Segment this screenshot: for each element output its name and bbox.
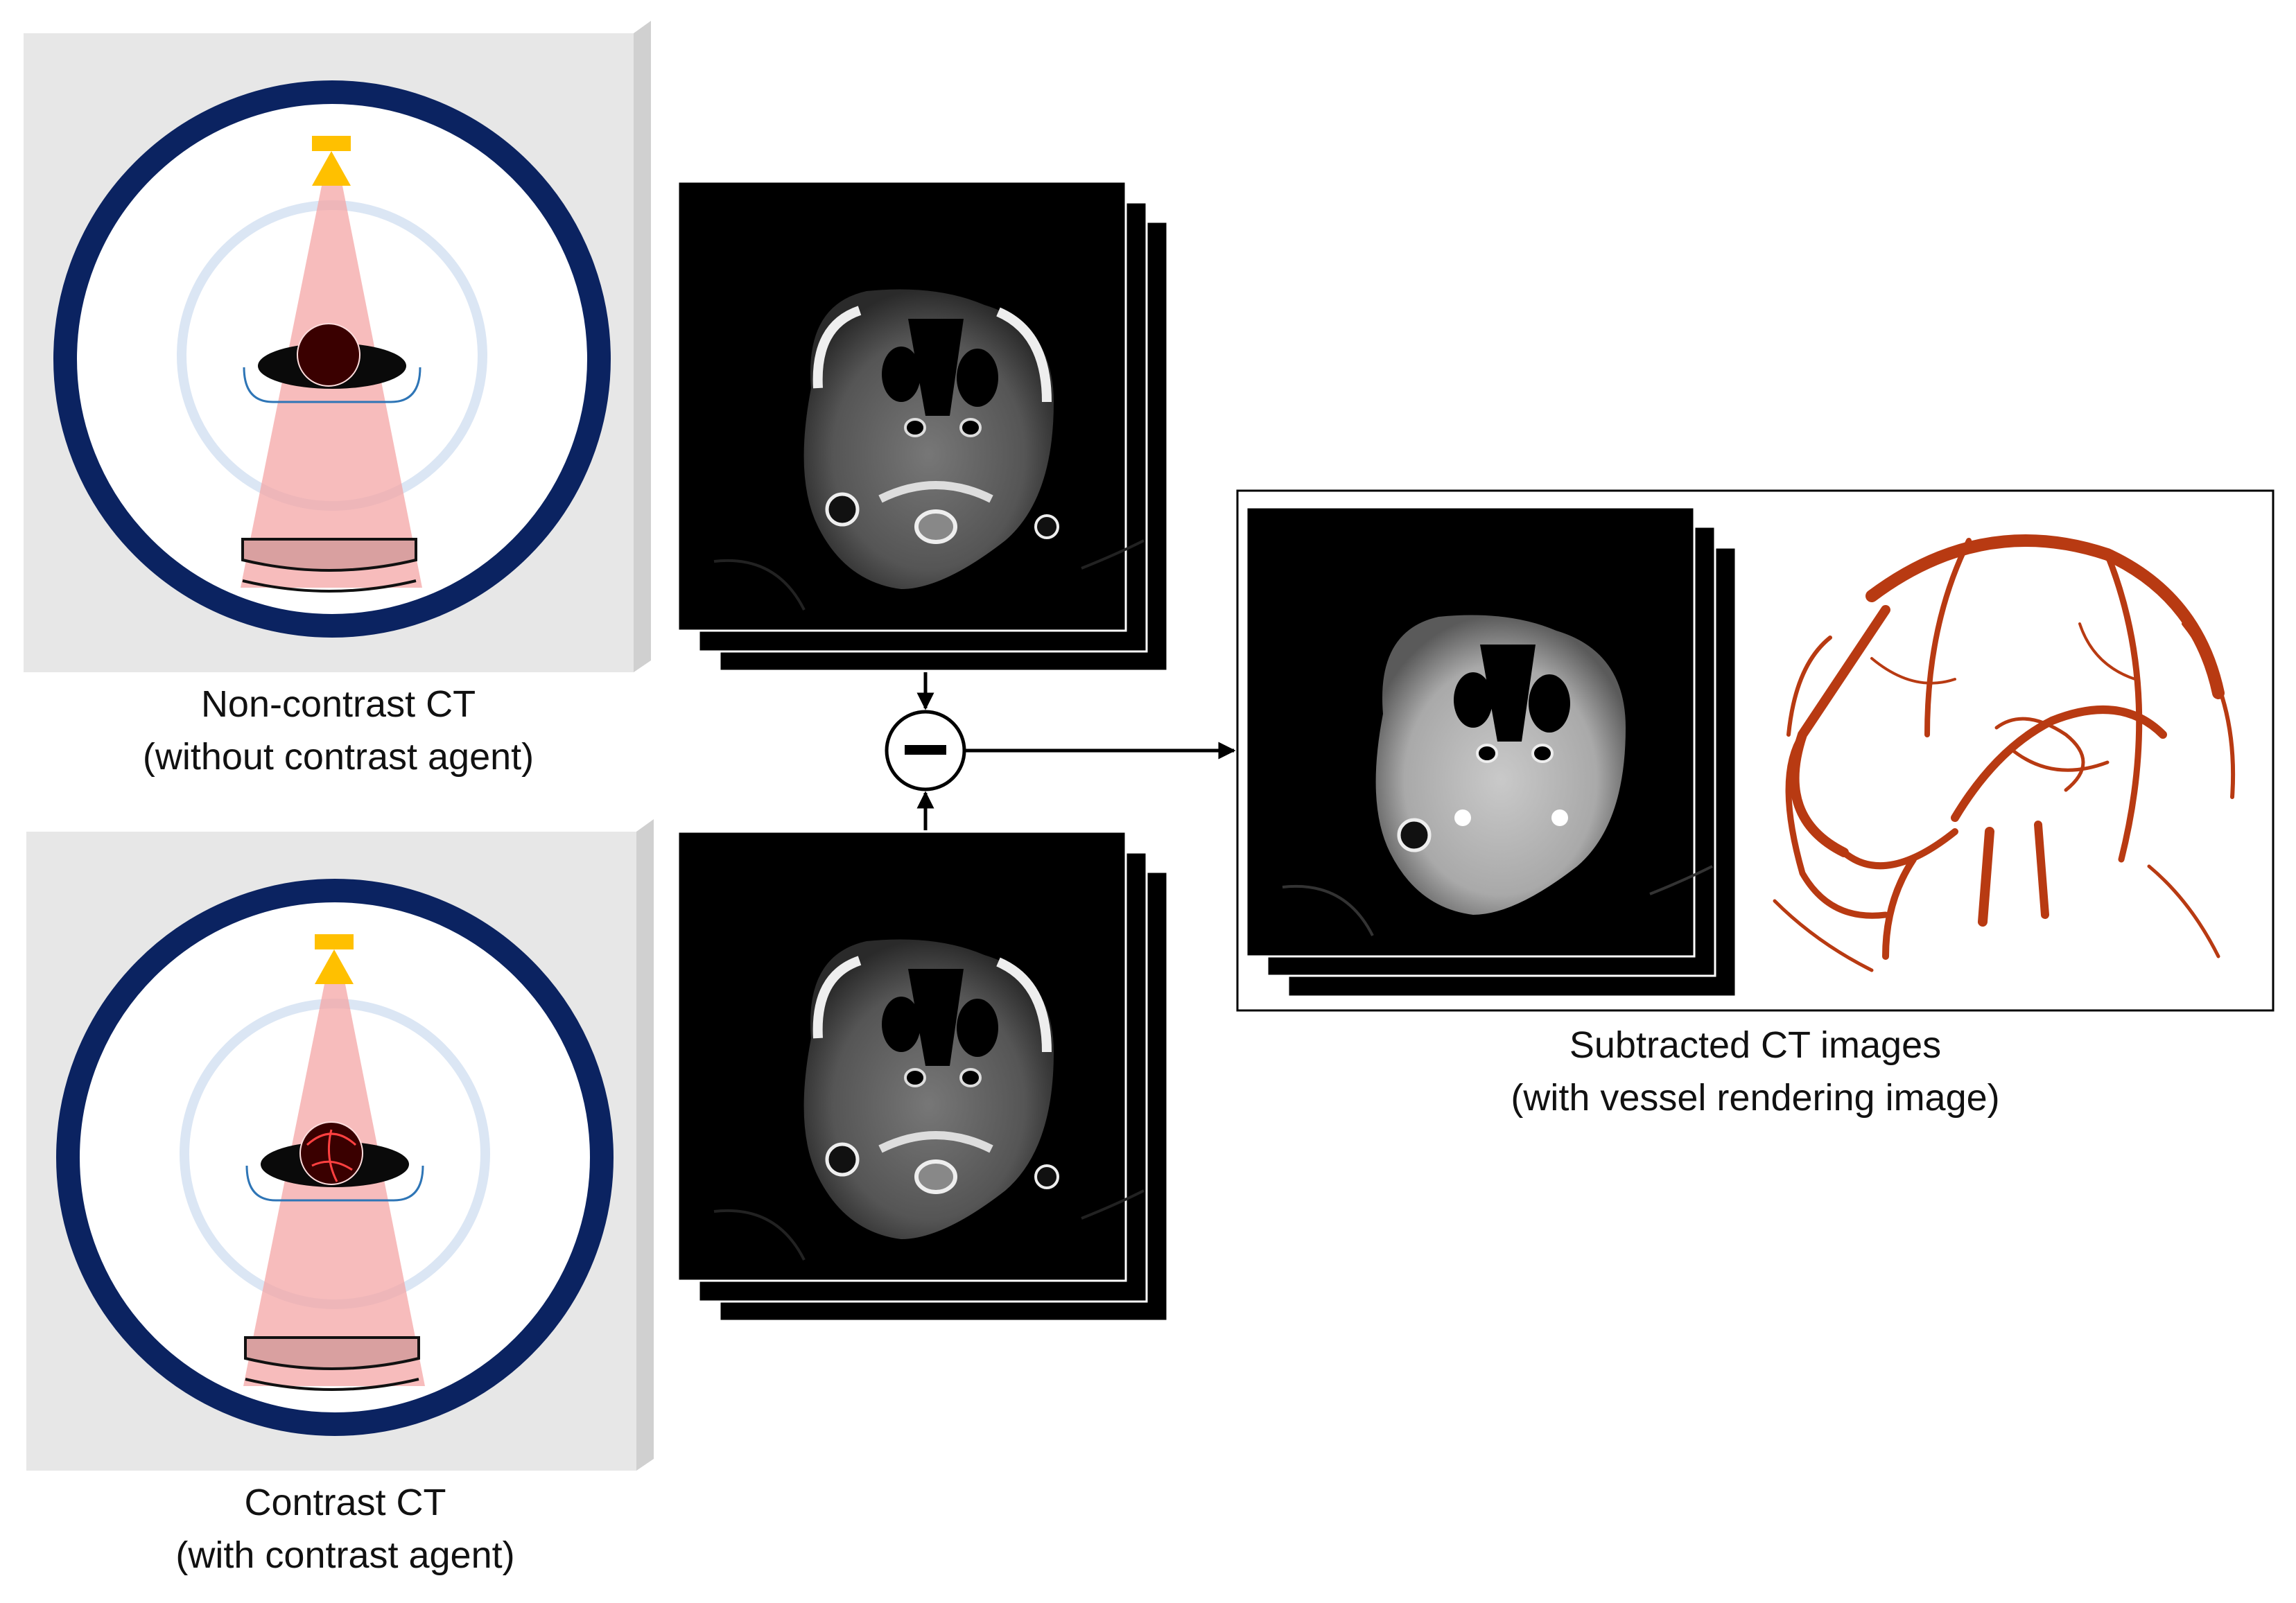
caption-line-1: Contrast CT bbox=[244, 1482, 446, 1523]
subtraction-operator bbox=[885, 710, 966, 791]
scanner-panel-contrast bbox=[26, 819, 654, 1471]
caption-line-1: Subtracted CT images bbox=[1569, 1024, 1942, 1066]
caption-line-2: (with vessel rendering image) bbox=[1511, 1077, 2000, 1119]
subtracted-ct-slice bbox=[1282, 615, 1713, 936]
patient-table bbox=[245, 1165, 424, 1202]
scanner-panel-non-contrast bbox=[24, 21, 651, 672]
subtracted-ct-stack bbox=[1245, 506, 1737, 998]
xray-source-icon bbox=[312, 136, 351, 186]
contrast-vessels-icon bbox=[306, 1129, 357, 1182]
caption-contrast-ct: Contrast CT (with contrast agent) bbox=[61, 1476, 629, 1582]
patient-head-icon bbox=[297, 323, 360, 387]
detector-icon bbox=[244, 1336, 420, 1391]
ct-image-stack-non-contrast bbox=[677, 180, 1169, 672]
caption-non-contrast-ct: Non-contrast CT (without contrast agent) bbox=[54, 678, 623, 783]
caption-subtracted-ct: Subtracted CT images (with vessel render… bbox=[1409, 1019, 2102, 1124]
minus-icon bbox=[905, 745, 946, 755]
ct-slice-non-contrast bbox=[713, 289, 1145, 611]
xray-source-icon bbox=[315, 934, 354, 984]
ct-image-stack-contrast bbox=[677, 830, 1169, 1322]
caption-line-2: (with contrast agent) bbox=[175, 1534, 515, 1576]
vessel-rendering-image bbox=[1773, 534, 2236, 972]
patient-table bbox=[243, 367, 421, 403]
result-box bbox=[1236, 489, 2275, 1012]
caption-line-2: (without contrast agent) bbox=[142, 736, 534, 778]
caption-line-1: Non-contrast CT bbox=[200, 683, 476, 725]
detector-icon bbox=[241, 538, 417, 593]
ct-slice-contrast bbox=[713, 939, 1145, 1261]
